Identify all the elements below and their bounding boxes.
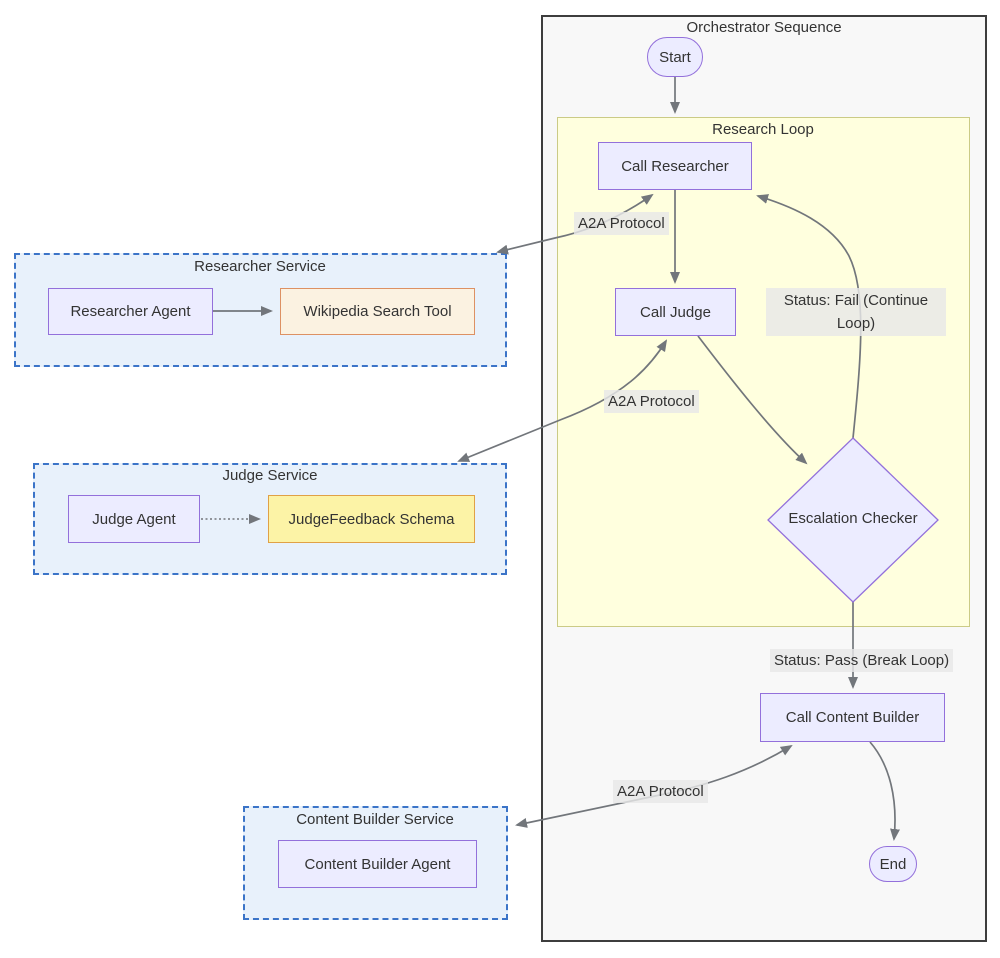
call-judge-node: Call Judge bbox=[615, 288, 736, 336]
status-fail-label: Status: Fail (Continue Loop) bbox=[766, 288, 946, 336]
judge-service-title: Judge Service bbox=[222, 467, 318, 484]
judge-agent-node: Judge Agent bbox=[68, 495, 200, 543]
content-builder-agent-node: Content Builder Agent bbox=[278, 840, 477, 888]
status-pass-label: Status: Pass (Break Loop) bbox=[770, 649, 954, 672]
judgefeedback-schema-node: JudgeFeedback Schema bbox=[268, 495, 475, 543]
call-researcher-node: Call Researcher bbox=[598, 142, 752, 190]
escalation-checker-label: Escalation Checker bbox=[788, 510, 918, 527]
a2a-protocol-label-judge: A2A Protocol bbox=[604, 390, 699, 413]
research-loop-container bbox=[557, 117, 970, 627]
content-builder-service-title: Content Builder Service bbox=[296, 811, 454, 828]
a2a-protocol-label-researcher: A2A Protocol bbox=[574, 212, 669, 235]
orchestrator-sequence-title: Orchestrator Sequence bbox=[686, 19, 842, 36]
start-node: Start bbox=[647, 37, 703, 77]
researcher-service-title: Researcher Service bbox=[194, 258, 326, 275]
end-node: End bbox=[869, 846, 917, 882]
researcher-agent-node: Researcher Agent bbox=[48, 288, 213, 335]
research-loop-title: Research Loop bbox=[712, 121, 814, 138]
a2a-protocol-label-content-builder: A2A Protocol bbox=[613, 780, 708, 803]
wikipedia-search-tool-node: Wikipedia Search Tool bbox=[280, 288, 475, 335]
call-content-builder-node: Call Content Builder bbox=[760, 693, 945, 742]
